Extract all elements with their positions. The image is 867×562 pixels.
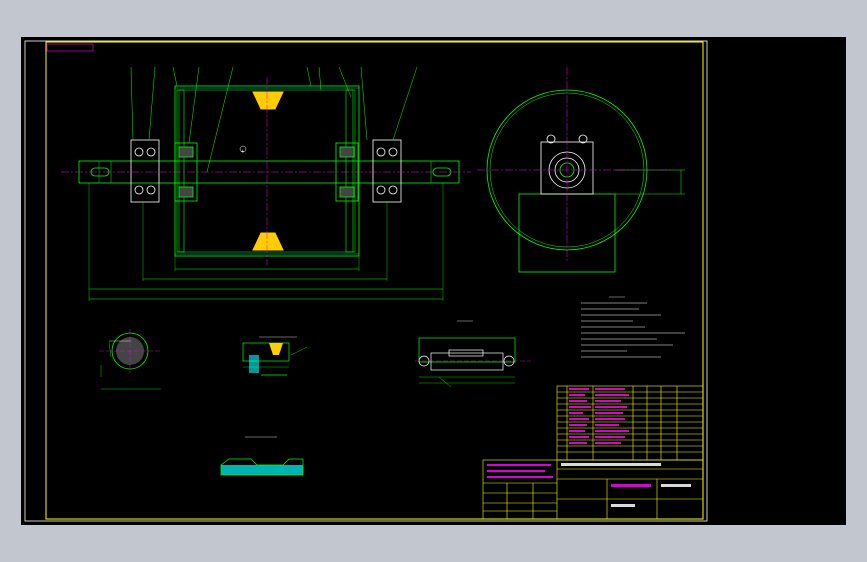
- parts-list-text: [487, 388, 691, 507]
- sheet-inner-frame: [45, 41, 704, 520]
- groove-profile: [220, 458, 304, 476]
- title-block: [482, 459, 704, 520]
- bearing-view: [418, 320, 516, 388]
- technical-notes: [581, 296, 685, 358]
- right-bearing-housing: [372, 139, 402, 203]
- weld-hatch: [249, 355, 259, 373]
- cad-drawing-sheet: +: [24, 40, 708, 522]
- right-end-disc: [345, 89, 354, 253]
- parts-list: [556, 385, 704, 461]
- corner-tag-box: [46, 43, 94, 52]
- right-hub-hatch-b: [339, 186, 355, 198]
- drawing-canvas[interactable]: +: [21, 37, 846, 525]
- left-end-disc: [176, 89, 185, 253]
- left-hub-hatch-a: [178, 146, 194, 158]
- left-bearing-housing: [130, 139, 160, 203]
- side-view: [486, 89, 685, 273]
- front-view: [78, 66, 460, 301]
- weld-detail-plate: [242, 342, 290, 362]
- bearing-body: [430, 352, 504, 371]
- sheet-outer-border: [24, 40, 708, 522]
- bottom-weld-detail: [252, 232, 284, 251]
- groove-detail-view: [220, 436, 304, 476]
- title-block-frame: [482, 459, 704, 520]
- left-hub-hatch-b: [178, 186, 194, 198]
- weld-fillet: [269, 343, 283, 355]
- right-hub-hatch-a: [339, 146, 355, 158]
- top-weld-detail: [252, 91, 284, 110]
- parts-list-table: [556, 385, 704, 461]
- groove-hatch: [221, 465, 303, 475]
- bearing-base-outline: [418, 337, 516, 363]
